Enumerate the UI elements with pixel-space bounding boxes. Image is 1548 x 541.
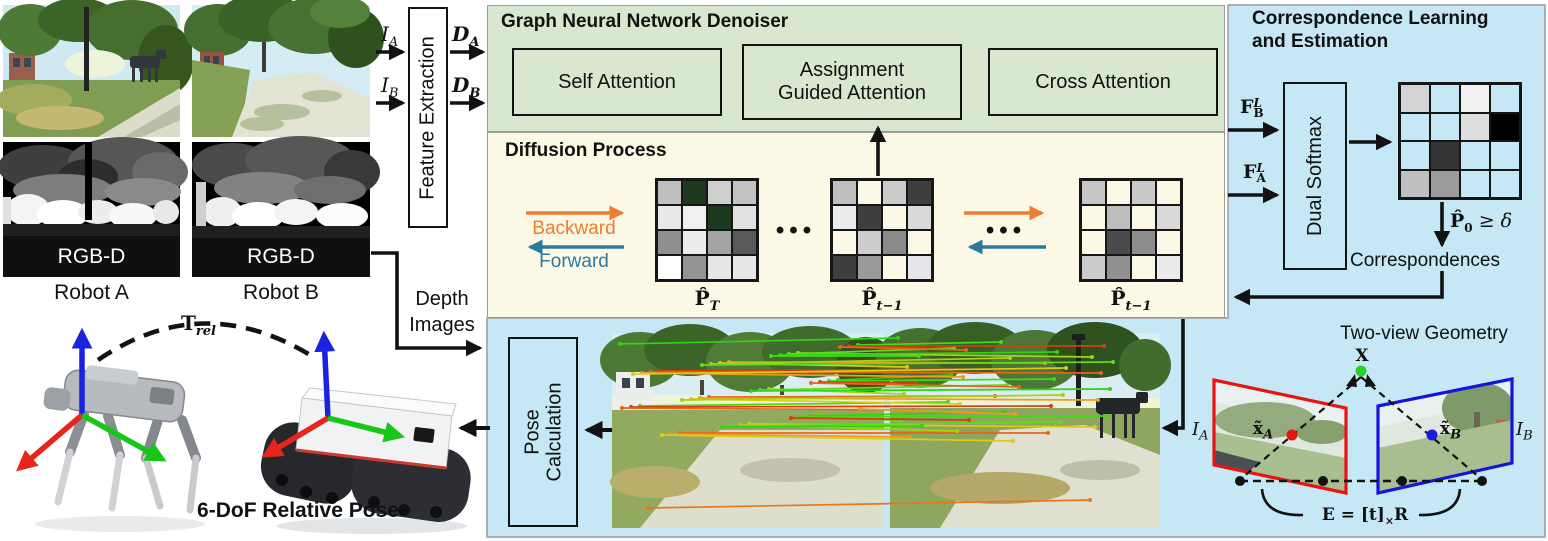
- xb-label: x̃B: [1440, 419, 1462, 443]
- ellipsis-2: •••: [985, 217, 1027, 244]
- robot-dog-silhouette-a: [130, 50, 166, 82]
- assignment-guided-attention-label: Assignment Guided Attention: [778, 59, 926, 104]
- rgb-image-a: [0, 0, 194, 137]
- matrix-label-pT: P̂T: [694, 286, 720, 314]
- forward-label: Forward: [539, 251, 609, 272]
- essential-matrix-label: E = [t]×R: [1321, 505, 1409, 528]
- input-ia-label: IA: [381, 22, 399, 50]
- image-plane-a: [1212, 378, 1348, 495]
- robot-dog-silhouette-match: [1096, 392, 1148, 438]
- ellipsis-1: •••: [775, 217, 817, 244]
- feature-extraction-box: Feature Extraction: [408, 7, 448, 228]
- epipole-b: [1397, 476, 1407, 486]
- essential-brace-right: [1418, 488, 1462, 517]
- output-db-label: DB: [452, 73, 481, 101]
- xa-label: x̃A: [1253, 419, 1274, 443]
- backward-label: Backward: [532, 218, 616, 239]
- rgbd-label-a: RGB-D: [57, 245, 126, 268]
- dual-softmax-label: Dual Softmax: [1304, 115, 1326, 237]
- cross-attention-label: Cross Attention: [1035, 70, 1171, 93]
- similarity-matrix: [1398, 82, 1522, 200]
- axis-y-b: [327, 415, 406, 443]
- p-hat-T-matrix: [655, 178, 759, 282]
- gnn-panel: [487, 5, 1225, 132]
- axis-x-a: [16, 412, 84, 472]
- matrix-label-pt1b: P̂t−1: [1110, 286, 1152, 314]
- essential-brace-left: [1260, 488, 1304, 517]
- self-attention-box: Self Attention: [512, 48, 722, 116]
- correspondence-lines: [618, 336, 1115, 510]
- ray-arrowhead-a: [1346, 374, 1357, 387]
- rgb-image-b: [184, 0, 384, 137]
- input-ib-label: IB: [381, 73, 399, 101]
- point-xb-dot: [1426, 429, 1438, 441]
- matrix-label-pt1: P̂t−1: [861, 286, 903, 314]
- output-da-label: DA: [452, 22, 480, 50]
- plane-ia-label: IA: [1192, 419, 1209, 444]
- feature-extraction-label: Feature Extraction: [417, 35, 440, 200]
- plane-ib-label: IB: [1516, 419, 1533, 444]
- self-attention-label: Self Attention: [558, 70, 676, 93]
- match-image-right: [876, 322, 1171, 528]
- point-x-dot: [1355, 365, 1367, 377]
- axis-z-b: [314, 330, 336, 419]
- p-hat-t1-matrix: [830, 178, 934, 282]
- robot-b-label: Robot B: [243, 281, 319, 304]
- dual-softmax-box: Dual Softmax: [1283, 82, 1347, 270]
- p-hat-t1b-matrix: [1079, 178, 1183, 282]
- axis-x-b: [261, 415, 330, 458]
- t-rel-label: Trel: [181, 311, 216, 339]
- camera-center-b: [1477, 476, 1487, 486]
- match-image-left: [600, 324, 896, 528]
- x-point-label: X: [1355, 346, 1369, 366]
- correspondences-label: Correspondences: [1350, 250, 1500, 271]
- camera-center-a: [1235, 476, 1245, 486]
- gnn-title: Graph Neural Network Denoiser: [501, 11, 789, 32]
- assignment-guided-attention-box: Assignment Guided Attention: [742, 44, 962, 120]
- two-view-title: Two-view Geometry: [1340, 323, 1508, 344]
- point-xa-dot: [1286, 429, 1298, 441]
- threshold-label: P̂0 ≥ δ: [1450, 210, 1513, 235]
- correspondence-feedback-arrow: [1233, 271, 1444, 306]
- axis-y-a: [80, 412, 167, 462]
- epipole-a: [1318, 476, 1328, 486]
- diffusion-title: Diffusion Process: [505, 140, 667, 161]
- robot-a-label: Robot A: [54, 281, 129, 304]
- diffusion-to-match-arrow: [1161, 319, 1185, 437]
- ray-arrowhead-b: [1365, 374, 1376, 387]
- epipolar-line-b: [1360, 376, 1480, 478]
- cross-attention-box: Cross Attention: [988, 48, 1218, 116]
- rgbd-label-b: RGB-D: [247, 245, 315, 268]
- relative-pose-label: 6-DoF Relative Pose: [197, 499, 399, 522]
